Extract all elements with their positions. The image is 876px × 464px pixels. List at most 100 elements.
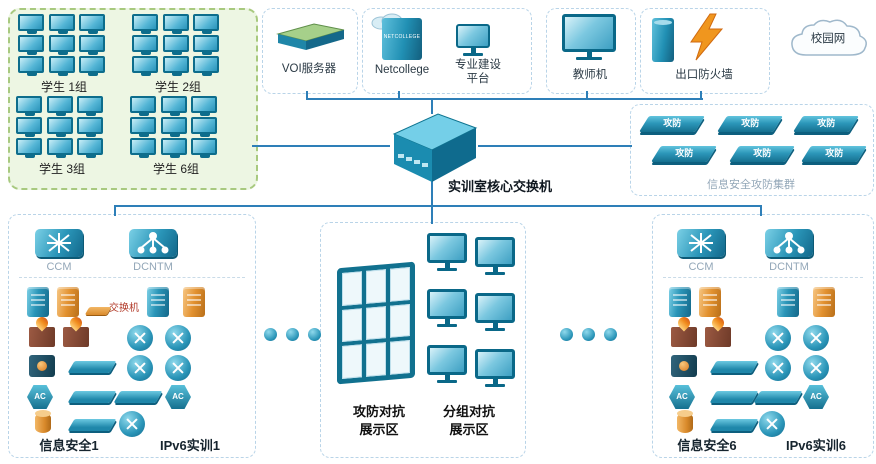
monitor-icon <box>162 56 191 77</box>
voi-server-label: VOI服务器 <box>281 63 337 75</box>
netcollege-server-icon: NETCOLLEGE <box>382 18 422 60</box>
monitor-icon <box>46 96 75 117</box>
group-display-label-line1: 分组对抗 <box>442 404 495 419</box>
flame-icon <box>675 314 693 332</box>
ellipsis-dot <box>264 328 277 341</box>
wall-cell <box>390 303 410 339</box>
monitor-icon <box>79 14 107 35</box>
firewall-device-icon <box>652 18 674 62</box>
display-area-box: 攻防对抗 展示区 分组对抗 展示区 <box>320 222 526 458</box>
student-group-1: 学生 1组 <box>18 14 110 95</box>
attack-defense-cluster-box <box>630 104 874 196</box>
router-icon <box>119 411 145 437</box>
platform-kiosk-icon <box>456 24 490 56</box>
attack-display-label-line1: 攻防对抗 <box>352 404 405 419</box>
server-icon <box>777 287 799 317</box>
divider <box>19 277 245 278</box>
teacher-pc-icon <box>562 14 616 60</box>
dcntm-tree-glyph <box>773 232 805 254</box>
monitor-icon <box>46 138 75 159</box>
monitor-icon <box>475 293 515 331</box>
wall-cell <box>342 344 362 379</box>
server-icon <box>183 287 205 317</box>
router-icon <box>803 355 829 381</box>
monitor-icon <box>427 345 467 383</box>
firewall-icon <box>63 314 89 347</box>
student-pc-grid <box>16 96 108 159</box>
attack-defense-device-icon: 攻防 <box>639 116 705 132</box>
monitor-icon <box>16 96 44 117</box>
ccm-icon <box>677 229 725 257</box>
campus-network-label: 校园网 <box>810 33 846 45</box>
firewall-icon <box>671 314 697 347</box>
monitor-icon <box>130 96 158 117</box>
connector-line <box>431 180 433 207</box>
display-wall-grid <box>342 267 410 379</box>
wall-cell <box>366 305 386 341</box>
student-group-3-label: 学生 3组 <box>38 162 85 176</box>
switch-icon <box>113 391 163 403</box>
attack-defense-device-icon: 攻防 <box>717 116 783 132</box>
display-wall-icon <box>337 261 415 385</box>
dcntm-label: DCNTM <box>133 261 173 273</box>
student-pc-grid <box>132 14 224 77</box>
server-icon <box>57 287 79 317</box>
group-display-label-line2: 展示区 <box>449 422 489 437</box>
router-icon <box>765 325 791 351</box>
monitor-icon <box>48 56 77 77</box>
flame-icon <box>709 314 727 332</box>
student-group-1-label: 学生 1组 <box>40 80 87 94</box>
monitor-icon <box>132 56 160 77</box>
flame-icon <box>67 314 85 332</box>
dcntm-icon <box>765 229 813 257</box>
storage-cylinder-icon <box>677 410 693 433</box>
server-icon <box>813 287 835 317</box>
attack-defense-device-label: 攻防 <box>675 148 694 158</box>
firewall-box <box>640 8 770 94</box>
monitor-icon <box>79 35 107 56</box>
switch-icon <box>67 391 117 403</box>
netcollege-server-icon-text: NETCOLLEGE <box>383 34 421 40</box>
ccm-star-glyph <box>689 233 713 253</box>
voi-server-box <box>262 8 358 94</box>
firewall-label: 出口防火墙 <box>675 69 733 81</box>
switch-icon <box>709 419 759 431</box>
attack-defense-device-label: 攻防 <box>663 118 682 128</box>
connector-line <box>431 98 433 114</box>
log-server-icon <box>29 355 55 377</box>
monitor-icon <box>193 35 221 56</box>
monitor-icon <box>46 117 75 138</box>
monitor-icon <box>160 117 189 138</box>
server-icon <box>27 287 49 317</box>
router-icon <box>165 325 191 351</box>
server-icon <box>699 287 721 317</box>
voi-server-icon <box>276 23 345 50</box>
monitor-icon <box>77 138 105 159</box>
platform-label-line1: 专业建设 <box>455 59 501 71</box>
monitor-icon <box>191 117 219 138</box>
monitor-icon <box>475 349 515 387</box>
student-group-6-label: 学生 6组 <box>152 162 199 176</box>
connector-line <box>478 145 632 147</box>
monitor-icon <box>191 96 219 117</box>
teacher-box <box>546 8 636 94</box>
student-pc-grid <box>130 96 222 159</box>
monitor-icon <box>193 14 221 35</box>
wall-cell <box>342 307 362 343</box>
dcntm-tree-glyph <box>137 232 169 254</box>
server-icon <box>147 287 169 317</box>
server-icon <box>669 287 691 317</box>
ellipsis-dot <box>582 328 595 341</box>
core-switch-label: 实训室核心交换机 <box>448 179 553 194</box>
wall-cell <box>366 269 386 304</box>
lightning-icon <box>690 13 724 61</box>
switch-icon <box>709 361 759 373</box>
firewall-icon <box>705 314 731 347</box>
student-group-3: 学生 3组 <box>16 96 108 177</box>
room-1-ipv6-label: IPv6实训1 <box>160 438 220 453</box>
monitor-icon <box>16 138 44 159</box>
ellipsis-dot <box>604 328 617 341</box>
monitor-icon <box>18 35 46 56</box>
connector-line <box>307 98 703 100</box>
